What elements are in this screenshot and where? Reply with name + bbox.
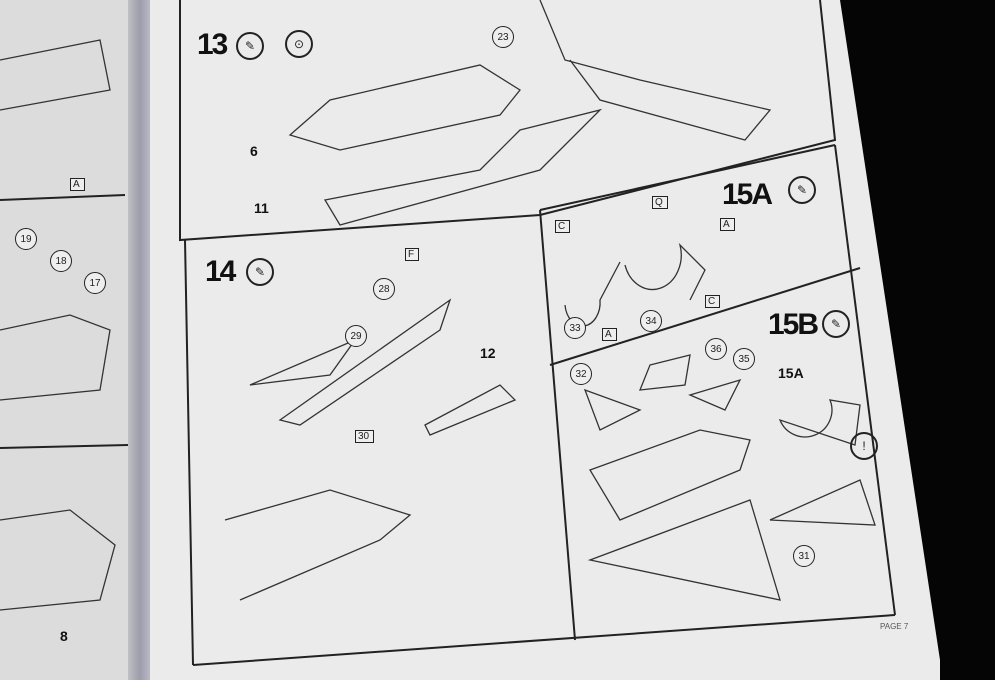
part-callout: 23	[492, 26, 514, 48]
part-label: 6	[250, 143, 258, 159]
step-14-number: 14	[205, 255, 236, 288]
glue-tube-icon: ✎	[236, 32, 264, 60]
part-callout: 36	[705, 338, 727, 360]
part-label: 12	[480, 345, 496, 361]
part-label: 8	[60, 628, 68, 644]
step-reference: 15A	[778, 365, 804, 381]
page-number: PAGE 7	[880, 622, 909, 631]
glue-tube-icon: ✎	[788, 176, 816, 204]
aircraft-drawings	[0, 0, 876, 611]
part-callout: 35	[733, 348, 755, 370]
step-13-number: 13	[197, 28, 228, 61]
paint-flag: F	[405, 248, 420, 261]
paint-flag: A	[70, 178, 85, 191]
part-callout: 18	[50, 250, 72, 272]
part-callout: 32	[570, 363, 592, 385]
paint-flag: Q	[652, 196, 668, 209]
part-label: 11	[254, 200, 269, 216]
left-page	[0, 0, 135, 680]
paint-flag: C	[555, 220, 571, 233]
paint-flag: A	[720, 218, 735, 231]
part-callout: 34	[640, 310, 662, 332]
part-callout: 29	[345, 325, 367, 347]
part-callout: 31	[793, 545, 815, 567]
glue-tube-icon: ✎	[822, 310, 850, 338]
part-box: 30	[355, 430, 375, 443]
step-15a-number: 15A	[722, 178, 773, 211]
warning-icon: !	[850, 432, 878, 460]
step-15b-number: 15B	[768, 308, 819, 341]
part-callout: 17	[84, 272, 106, 294]
part-callout: 33	[564, 317, 586, 339]
part-callout: 19	[15, 228, 37, 250]
part-callout: 28	[373, 278, 395, 300]
paint-flag: C	[705, 295, 721, 308]
glue-tube-icon: ✎	[246, 258, 274, 286]
paint-icon: ⊙	[285, 30, 313, 58]
right-page	[150, 0, 940, 680]
paint-flag: A	[602, 328, 617, 341]
